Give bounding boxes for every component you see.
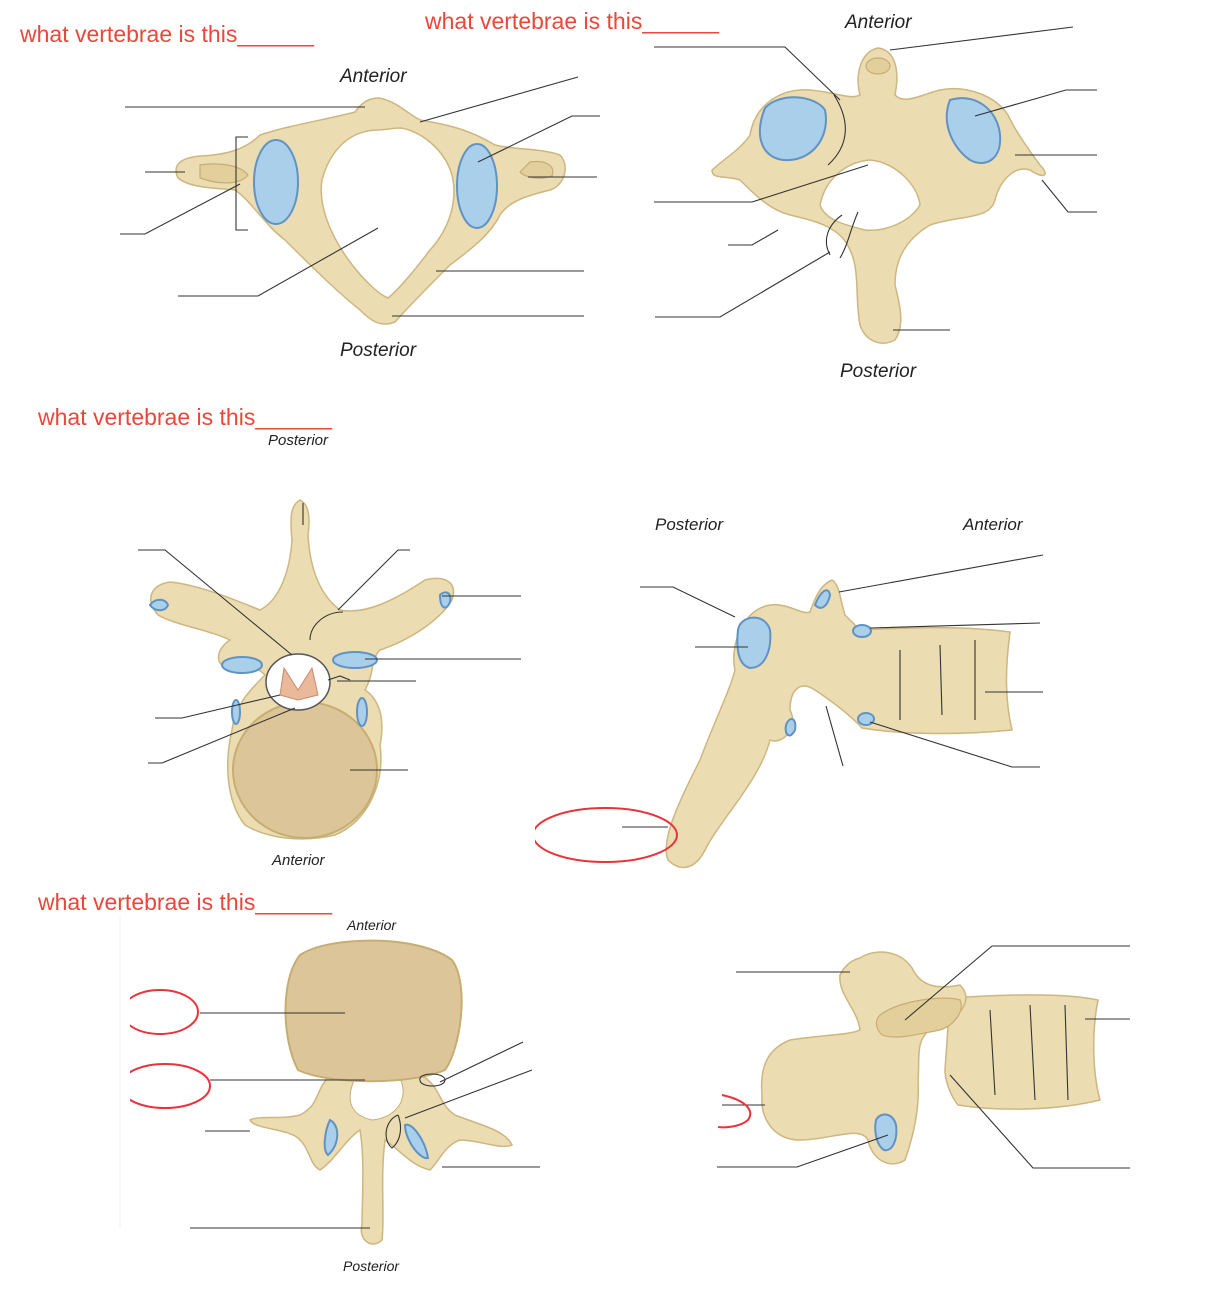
axis-view: Anterior Posterior: [654, 12, 1097, 382]
marked-label-1: [121, 989, 199, 1035]
lumbar-body: [284, 939, 463, 1083]
thoracic-lateral-view: Posterior Anterior: [520, 515, 1044, 875]
question-2: what vertebrae is this______: [424, 8, 720, 34]
atlas-superior-view: Anterior Posterior: [120, 66, 600, 361]
axis-posterior-label: Posterior: [840, 361, 917, 382]
axis-right-facet: [945, 97, 1002, 164]
lumbar-posterior-label: Posterior: [343, 1258, 400, 1274]
question-1: what vertebrae is this______: [19, 21, 315, 47]
thoracic-lateral-posterior-label: Posterior: [655, 515, 724, 534]
thoracic-anterior-label: Anterior: [271, 852, 326, 869]
thoracic-lateral-anterior-label: Anterior: [962, 515, 1024, 534]
axis-anterior-label: Anterior: [844, 12, 912, 33]
marked-label-2: [119, 1063, 211, 1109]
question-3: what vertebrae is this______: [37, 404, 333, 430]
atlas-left-facet: [253, 139, 299, 225]
axis-left-facet: [758, 96, 827, 162]
atlas-right-facet: [456, 143, 498, 229]
atlas-posterior-label: Posterior: [340, 340, 417, 361]
marked-spinous-process: [532, 807, 678, 863]
lumbar-anterior-label: Anterior: [346, 917, 397, 933]
question-4: what vertebrae is this______: [37, 889, 333, 915]
thoracic-posterior-label: Posterior: [268, 432, 329, 449]
lumbar-lateral-view: [717, 945, 1130, 1169]
atlas-anterior-label: Anterior: [339, 66, 407, 87]
spinal-cord: [265, 653, 331, 711]
lumbar-superior-view: Anterior Posterior: [110, 915, 540, 1274]
thoracic-superior-view: Posterior Anterior: [138, 432, 521, 869]
